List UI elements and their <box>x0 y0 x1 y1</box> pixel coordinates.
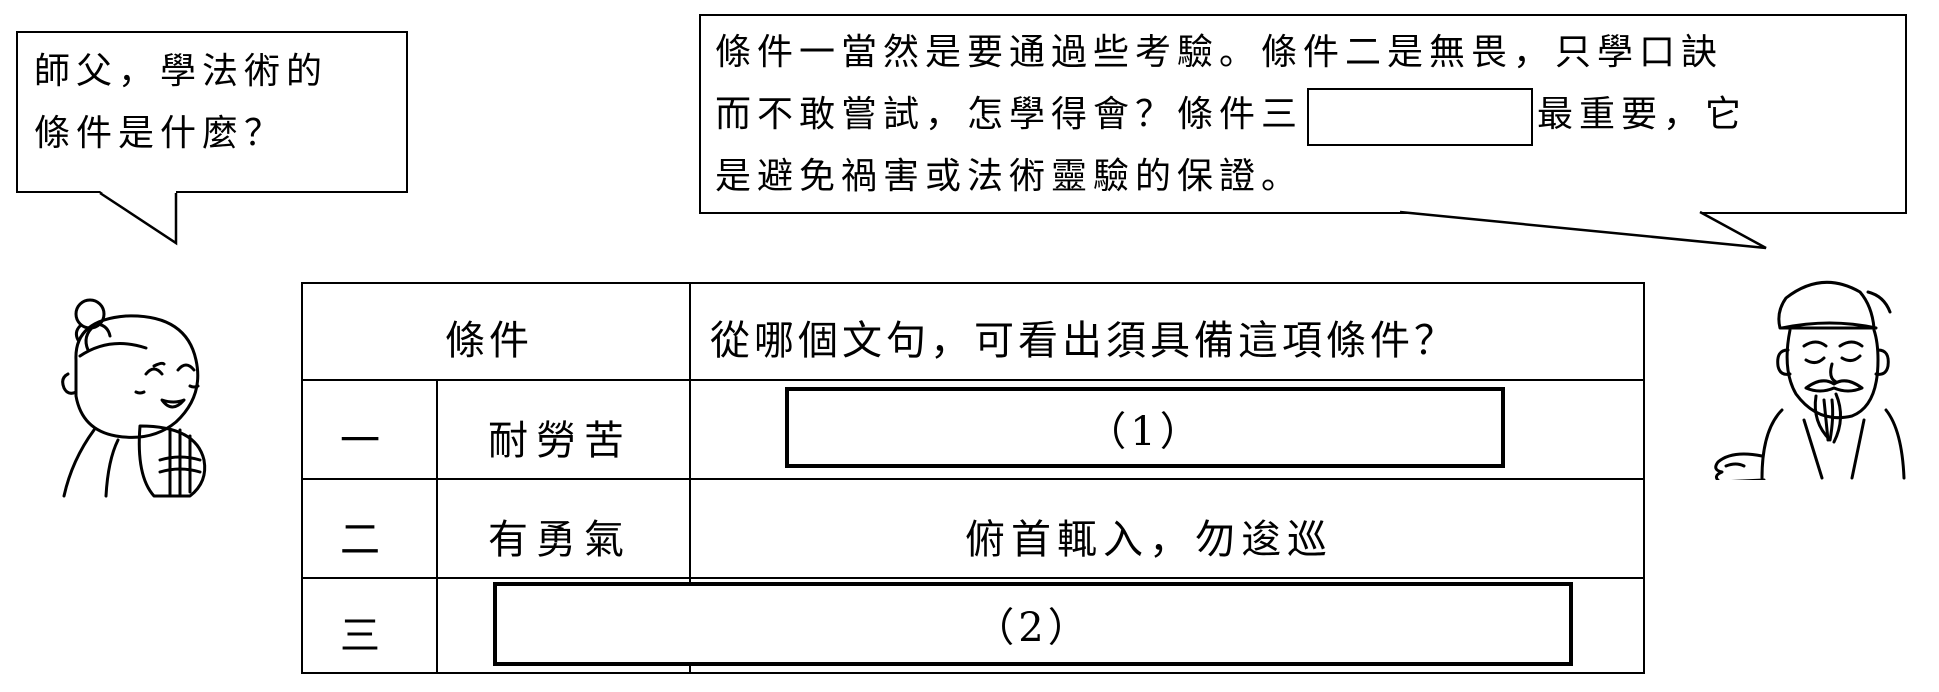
row-2-answer: 俯首輒入，勿逡巡 <box>965 517 1333 563</box>
fill-in-blank-box[interactable] <box>1307 88 1534 146</box>
student-bubble-line-2: 條件是什麼？ <box>34 113 287 154</box>
student-bubble-line-1: 師父，學法術的 <box>34 51 329 92</box>
master-bubble-line-2: 而不敢嘗試，怎學得會？條件三 最重要，它 <box>715 84 1895 146</box>
row-3-number: 三 <box>340 613 384 659</box>
answer-box-2-label: （2） <box>974 605 1092 651</box>
row-2-condition: 有勇氣 <box>488 517 632 563</box>
master-bubble-line-3: 是避免禍害或法術靈驗的保證。 <box>715 156 1304 197</box>
header-question: 從哪個文句，可看出須具備這項條件？ <box>710 318 1458 364</box>
master-bubble-line-2-before: 而不敢嘗試，怎學得會？條件三 <box>715 94 1304 135</box>
row-1-number: 一 <box>340 418 384 464</box>
row-1-condition: 耐勞苦 <box>488 418 632 464</box>
row-2-number: 二 <box>340 517 384 563</box>
student-character-icon <box>61 298 207 498</box>
master-speech-bubble: 條件一當然是要通過些考驗。條件二是無畏，只學口訣 而不敢嘗試，怎學得會？條件三 最… <box>699 14 1907 214</box>
header-condition: 條件 <box>445 318 533 364</box>
conditions-table <box>301 282 1645 674</box>
student-speech-bubble: 師父，學法術的 條件是什麼？ <box>16 31 408 193</box>
master-bubble-line-2-after: 最重要，它 <box>1537 94 1748 135</box>
answer-box-2[interactable]: （2） <box>493 582 1573 666</box>
master-bubble-line-1: 條件一當然是要通過些考驗。條件二是無畏，只學口訣 <box>715 32 1724 73</box>
answer-box-1-label: （1） <box>1086 408 1204 455</box>
answer-box-1[interactable]: （1） <box>785 387 1505 468</box>
master-character-icon <box>1714 280 1906 480</box>
